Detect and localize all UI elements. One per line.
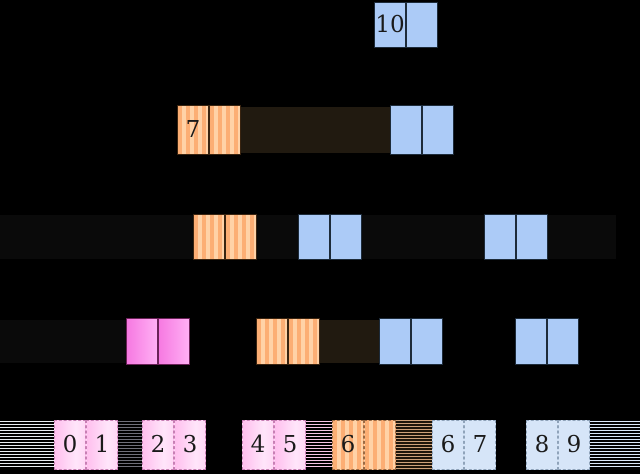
- block-pair-blue: [298, 214, 362, 260]
- block-cell: [256, 318, 288, 365]
- block-cell: [288, 318, 320, 365]
- block-cell: 10: [374, 2, 406, 48]
- block-cell: [515, 318, 547, 365]
- leaf-cell: 8: [526, 420, 558, 470]
- leaf-cell: 6: [332, 420, 364, 470]
- hatch-region: [0, 421, 54, 469]
- hatch-region: [306, 421, 332, 469]
- block-cell: [516, 214, 548, 260]
- leaf-cell: 1: [86, 420, 118, 470]
- block-cell: [406, 2, 438, 48]
- hatch-region: [590, 421, 640, 469]
- leaf-cell: 2: [142, 420, 174, 470]
- leaf-cell: 7: [464, 420, 496, 470]
- leaf-cell: 9: [558, 420, 590, 470]
- leaf-pair-pink: 0 1: [54, 420, 118, 470]
- block-cell: [379, 318, 411, 365]
- block-pair-pink: [126, 318, 190, 365]
- leaf-pair-pink: 4 5: [242, 420, 306, 470]
- block-pair-orange: 7: [177, 105, 241, 155]
- block-cell: [484, 214, 516, 260]
- block-pair-blue: [390, 105, 454, 155]
- block-cell: [298, 214, 330, 260]
- hatch-region: [118, 421, 142, 469]
- leaf-cell: 4: [242, 420, 274, 470]
- block-cell: [158, 318, 190, 365]
- leaf-cell: 6: [432, 420, 464, 470]
- block-cell: [126, 318, 158, 365]
- leaf-cell: 3: [174, 420, 206, 470]
- block-pair-blue: 10: [374, 2, 438, 48]
- block-pair-blue: [379, 318, 443, 365]
- hatch-region: [396, 420, 432, 470]
- connector-bar: [240, 107, 391, 153]
- leaf-cell: 5: [274, 420, 306, 470]
- block-cell: [422, 105, 454, 155]
- connector-bar: [0, 320, 126, 363]
- leaf-pair-orange: 6: [332, 420, 396, 470]
- block-cell: [209, 105, 241, 155]
- block-pair-orange: [256, 318, 320, 365]
- block-cell: [411, 318, 443, 365]
- leaf-pair-pink: 2 3: [142, 420, 206, 470]
- block-cell: [330, 214, 362, 260]
- block-cell: [390, 105, 422, 155]
- block-cell: 7: [177, 105, 209, 155]
- block-cell: [225, 214, 257, 260]
- block-cell: [193, 214, 225, 260]
- block-pair-orange: [193, 214, 257, 260]
- block-pair-blue: [484, 214, 548, 260]
- leaf-cell: 0: [54, 420, 86, 470]
- block-pair-blue: [515, 318, 579, 365]
- leaf-cell: [364, 420, 396, 470]
- block-cell: [547, 318, 579, 365]
- leaf-pair-blue: 8 9: [526, 420, 590, 470]
- connector-bar: [320, 320, 379, 363]
- leaf-pair-blue: 6 7: [432, 420, 496, 470]
